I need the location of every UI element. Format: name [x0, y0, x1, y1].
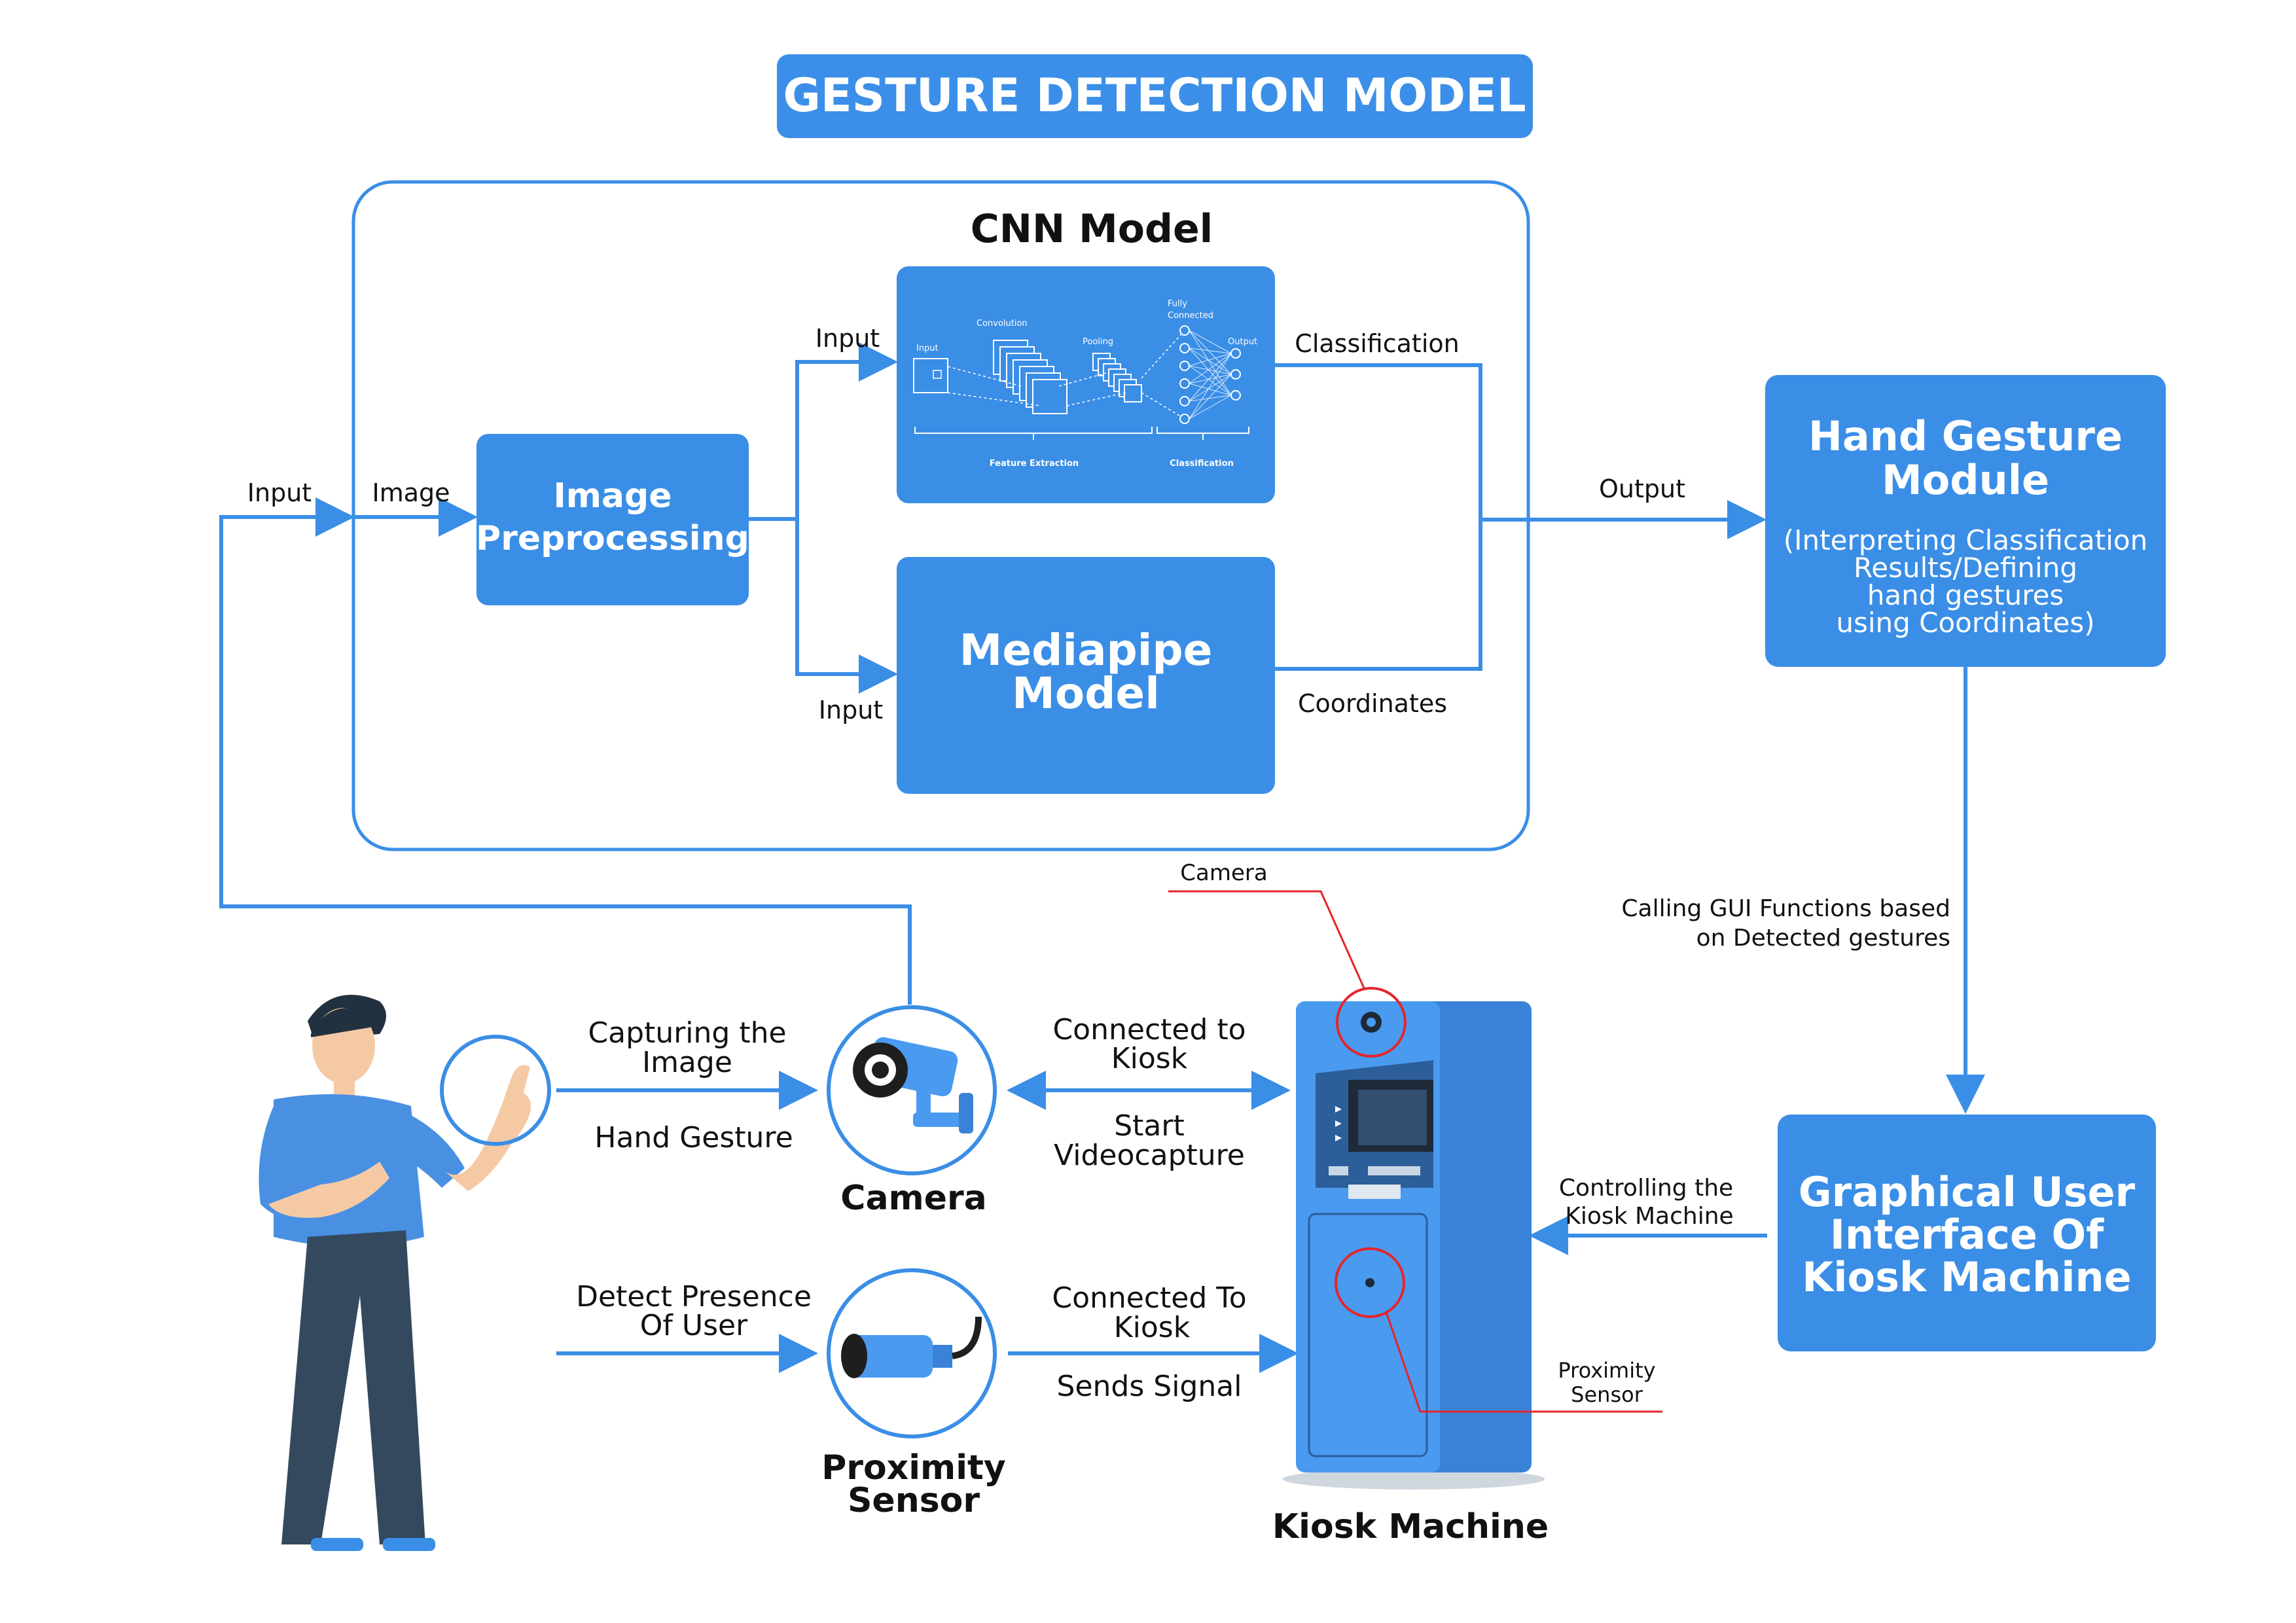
label-classification: Classification [1295, 329, 1459, 358]
hand-gesture-module-desc-1: (Interpreting Classification [1784, 524, 2147, 556]
label-capturing-2: Image [642, 1046, 732, 1079]
callout-proximity-label-1: Proximity [1558, 1358, 1655, 1383]
cnn-output-label: Output [1228, 337, 1257, 347]
label-input-outer: Input [247, 478, 312, 507]
label-calling-gui-1: Calling GUI Functions based [1621, 895, 1950, 922]
hand-gesture-circle [440, 1035, 551, 1146]
label-sends-signal: Sends Signal [1057, 1370, 1242, 1403]
image-preprocessing-block: Image Preprocessing [476, 434, 749, 605]
cnn-pooling-label: Pooling [1083, 337, 1113, 347]
label-input-mediapipe: Input [819, 696, 883, 724]
label-image: Image [372, 478, 450, 507]
label-connected-kiosk-2: Kiosk [1111, 1042, 1188, 1075]
label-controlling-1: Controlling the [1559, 1175, 1733, 1202]
gui-label-1: Graphical User [1799, 1168, 2136, 1216]
page-title: GESTURE DETECTION MODEL [783, 69, 1526, 122]
callout-proximity-label-2: Sensor [1571, 1382, 1643, 1407]
gui-label-2: Interface Of [1830, 1211, 2104, 1258]
hand-gesture-module-desc-3: hand gestures [1867, 579, 2064, 611]
mediapipe-label-2: Model [1012, 668, 1160, 719]
label-connected-to-kiosk-1: Connected To [1052, 1281, 1246, 1315]
gui-kiosk-block: Graphical User Interface Of Kiosk Machin… [1778, 1115, 2156, 1351]
label-hand-gesture: Hand Gesture [594, 1121, 793, 1154]
preprocessing-to-cnn-arrow [795, 342, 898, 674]
cnn-feature-extraction-label: Feature Extraction [990, 459, 1079, 469]
kiosk-machine: Kiosk Machine [1272, 1001, 1549, 1546]
mediapipe-model-block: Mediapipe Model [897, 557, 1275, 794]
cnn-input-square [913, 358, 948, 393]
label-output: Output [1599, 474, 1685, 503]
cnn-group-label: CNN Model [971, 206, 1213, 252]
label-coordinates: Coordinates [1298, 689, 1447, 718]
label-detect-presence-2: Of User [640, 1309, 748, 1342]
image-preprocessing-label-2: Preprocessing [476, 519, 749, 558]
proximity-sensor-device: Proximity Sensor [821, 1268, 1006, 1520]
label-input-cnn: Input [816, 324, 880, 353]
cnn-pooling-stack [1092, 353, 1142, 402]
proximity-label-2: Sensor [848, 1481, 980, 1520]
camera-icon [853, 1037, 973, 1133]
person-illustration [259, 995, 531, 1551]
gui-label-3: Kiosk Machine [1802, 1253, 2131, 1301]
person-pointing-hand [445, 1065, 531, 1191]
preprocessing-to-mediapipe-arrow [795, 519, 898, 694]
cnn-classification-label: Classification [1170, 459, 1234, 469]
mediapipe-label-1: Mediapipe [960, 625, 1213, 675]
callout-camera-label: Camera [1180, 860, 1267, 886]
hand-gesture-module-label-1: Hand Gesture [1808, 412, 2123, 460]
proximity-label-1: Proximity [821, 1448, 1006, 1488]
hand-gesture-module-label-2: Module [1882, 456, 2049, 504]
hand-gesture-module-desc-4: using Coordinates) [1836, 607, 2094, 639]
label-connected-to-kiosk-2: Kiosk [1114, 1311, 1191, 1344]
cnn-fc-label-1: Fully [1168, 299, 1187, 309]
label-controlling-2: Kiosk Machine [1565, 1203, 1733, 1230]
cnn-convolution-label: Convolution [977, 319, 1028, 329]
connectors [219, 342, 1985, 1373]
camera-device: Camera [827, 1005, 997, 1218]
outputs-merge-line [1275, 363, 1482, 671]
label-start-video-1: Start [1114, 1109, 1185, 1143]
callout-proximity: Proximity Sensor [1335, 1247, 1662, 1413]
label-capturing-1: Capturing the [588, 1016, 786, 1050]
hand-gesture-module-desc-2: Results/Defining [1854, 552, 2077, 584]
proximity-sensor-icon [841, 1316, 982, 1378]
kiosk-label: Kiosk Machine [1272, 1507, 1549, 1546]
callout-camera: Camera [1168, 860, 1407, 1058]
camera-to-input-arrow [219, 497, 912, 1005]
label-calling-gui-2: on Detected gestures [1696, 925, 1950, 952]
label-detect-presence-1: Detect Presence [576, 1280, 812, 1313]
image-preprocessing-label-1: Image [553, 476, 672, 516]
cnn-fc-label-2: Connected [1168, 311, 1213, 321]
label-start-video-2: Videocapture [1054, 1139, 1245, 1172]
cnn-input-label: Input [916, 344, 939, 353]
label-connected-kiosk-1: Connected to [1052, 1013, 1246, 1046]
kiosk-proximity-sensor [1365, 1278, 1374, 1287]
cnn-architecture-block: Input Convolution Pooling [897, 266, 1275, 503]
cnn-convolution-stack [993, 340, 1067, 414]
title-banner: GESTURE DETECTION MODEL [777, 54, 1533, 138]
hand-gesture-module-block: Hand Gesture Module (Interpreting Classi… [1765, 375, 2166, 667]
edge-labels: Input Image Input Input Classification C… [247, 324, 1950, 1403]
camera-label: Camera [840, 1179, 986, 1218]
person-pants [281, 1230, 425, 1544]
